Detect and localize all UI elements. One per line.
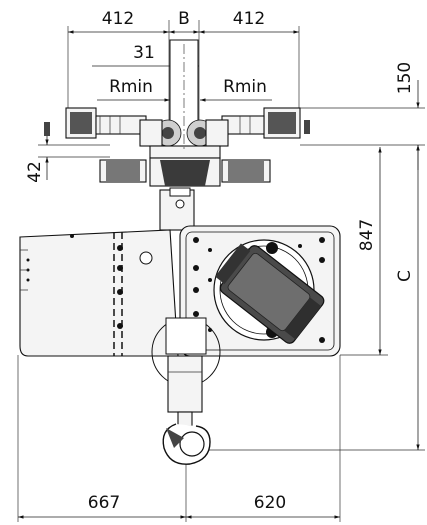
dim-c: C	[395, 270, 415, 282]
dim-847: 847	[357, 219, 377, 251]
dim-620: 620	[254, 493, 286, 513]
dim-667: 667	[88, 493, 120, 513]
dim-42: 42	[25, 161, 45, 183]
dimension-labels: 412 B 412 31 Rmin Rmin 150 42 847 C 667 …	[25, 9, 415, 513]
dim-31: 31	[133, 43, 155, 63]
dim-412-right: 412	[233, 9, 265, 29]
dim-rmin-right: Rmin	[223, 77, 267, 97]
dimension-lines	[17, 20, 425, 522]
hoist-body	[19, 225, 341, 387]
trolley-assembly	[44, 39, 310, 187]
chain-and-hook	[162, 355, 211, 465]
dim-b: B	[178, 9, 190, 29]
dim-150: 150	[395, 62, 415, 94]
dim-rmin-left: Rmin	[109, 77, 153, 97]
dim-412-left: 412	[102, 9, 134, 29]
suspension-link	[159, 187, 195, 231]
